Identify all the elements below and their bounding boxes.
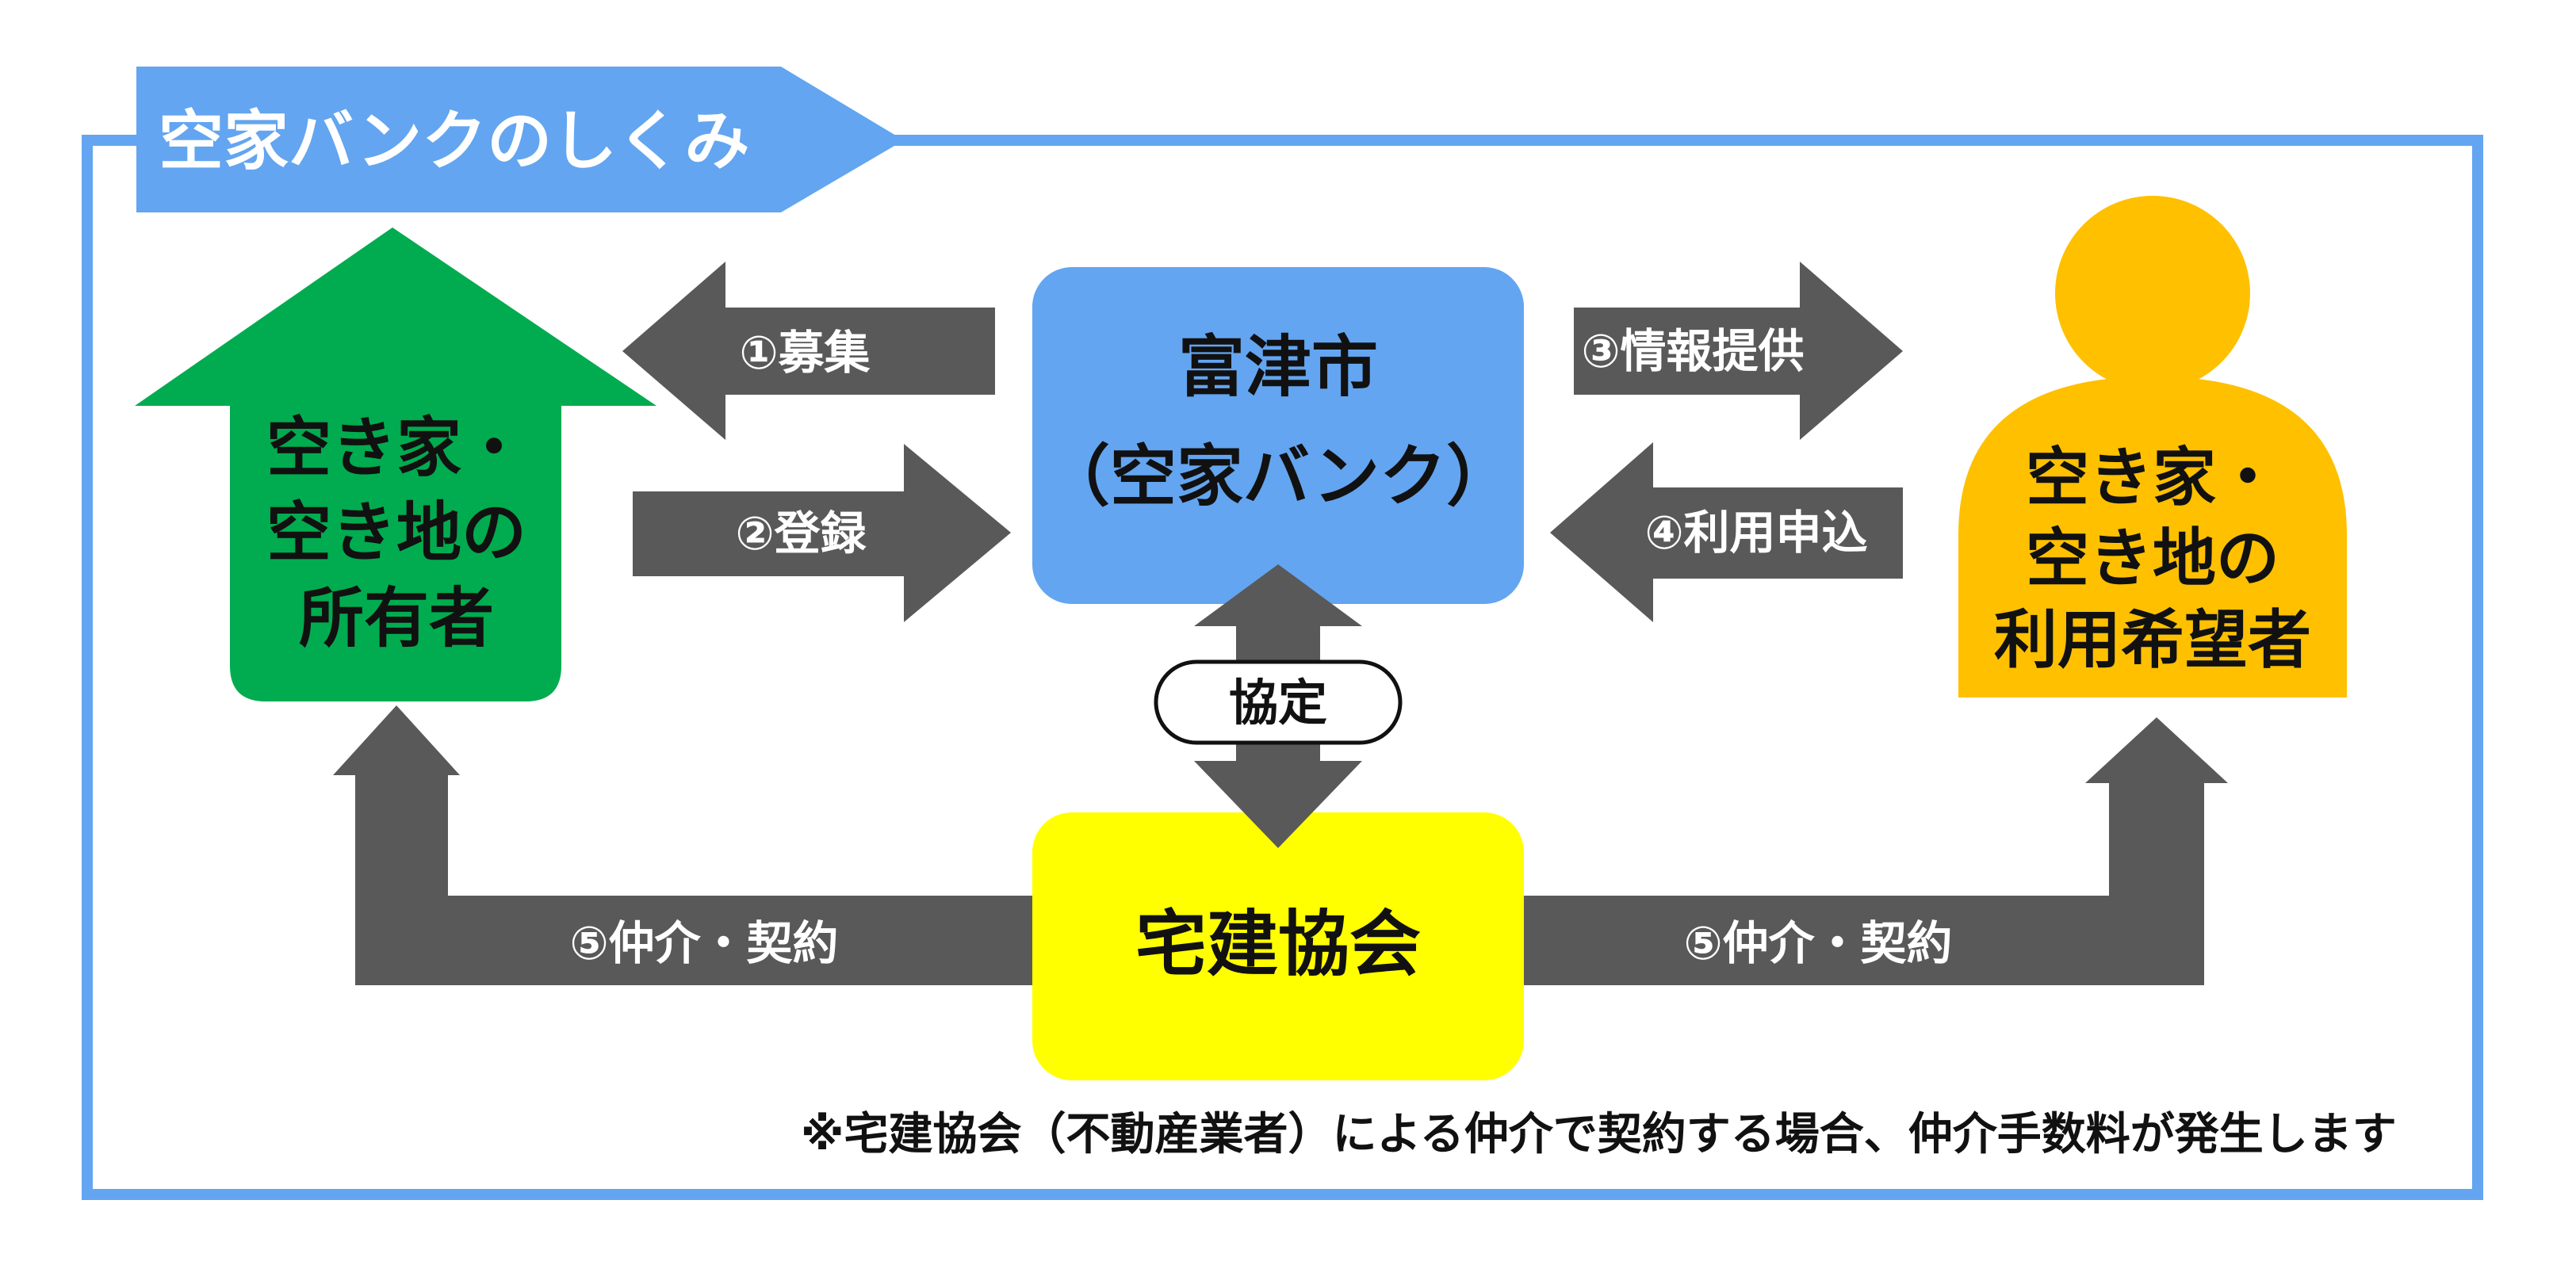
apply-arrow — [1550, 442, 1903, 622]
recruit-label: ①募集 — [739, 326, 870, 380]
agreement-badge — [1154, 659, 1403, 745]
agreement-label: 協定 — [1229, 674, 1327, 732]
city-box — [1032, 267, 1524, 604]
city-label-line1: 富津市 — [1178, 328, 1378, 406]
user-label-line3: 利用希望者 — [1994, 603, 2311, 677]
realtor-label: 宅建協会 — [1135, 903, 1421, 986]
title-banner — [136, 67, 904, 212]
owner-label-line2: 空き地の — [266, 495, 526, 571]
user-label-line2: 空き地の — [2026, 522, 2279, 595]
realtor-box — [1032, 812, 1524, 1080]
mediate-left-arrow — [333, 705, 1032, 985]
owner-label-line3: 所有者 — [299, 581, 494, 656]
info-arrow — [1574, 262, 1903, 440]
city-label-line2: （空家バンク） — [1043, 438, 1513, 515]
owner-label-line1: 空き家・ — [266, 411, 526, 486]
user-label-line1: 空き家・ — [2026, 441, 2279, 514]
user-head — [2055, 196, 2250, 391]
info-label: ③情報提供 — [1581, 324, 1804, 378]
title: 空家バンクのしくみ — [159, 104, 749, 179]
recruit-arrow — [622, 262, 995, 440]
outer-frame — [82, 135, 2483, 1200]
apply-label: ④利用申込 — [1644, 506, 1867, 560]
register-arrow — [633, 444, 1011, 622]
mediate-left-label: ⑤仲介・契約 — [569, 916, 838, 970]
owner-shape — [135, 227, 656, 701]
user-body — [1958, 376, 2347, 698]
mediate-right-label: ⑤仲介・契約 — [1683, 916, 1952, 970]
footnote: ※宅建協会（不動産業者）による仲介で契約する場合、仲介手数料が発生します — [801, 1109, 2397, 1160]
mediate-right-arrow — [1524, 717, 2228, 985]
register-label: ②登録 — [735, 506, 867, 560]
